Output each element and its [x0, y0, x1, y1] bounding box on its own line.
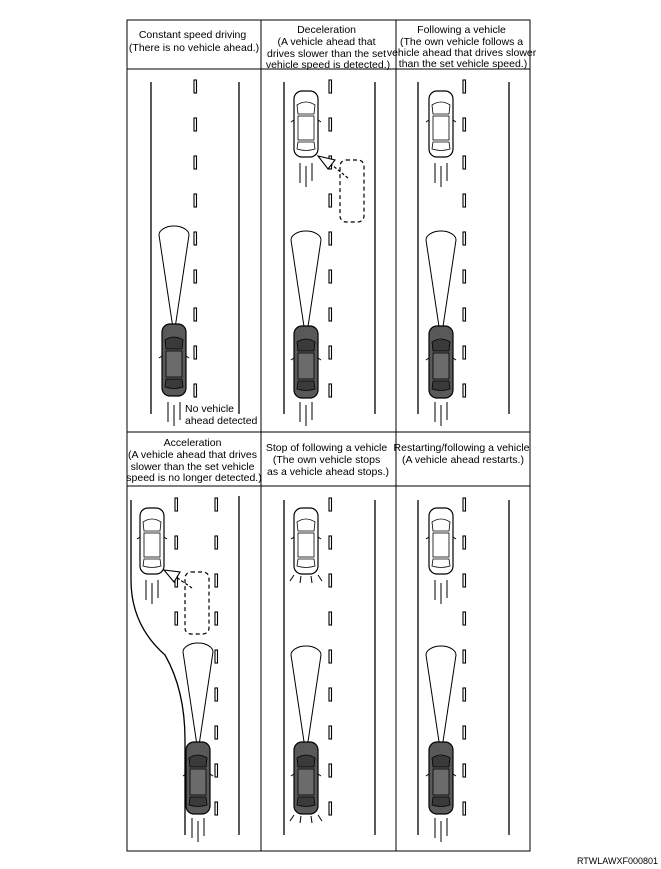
scene-following [417, 79, 510, 427]
own-vehicle [290, 741, 322, 815]
scene-restarting [417, 497, 510, 843]
own-vehicle [425, 741, 457, 815]
own-vehicle [425, 325, 457, 399]
radar-beam [290, 645, 322, 746]
caption-deceleration: Deceleration (A vehicle ahead that drive… [266, 24, 390, 71]
radar-beam [182, 642, 214, 743]
own-vehicle [290, 325, 322, 399]
vehicle-ahead [136, 507, 168, 575]
motion-lines [434, 401, 448, 427]
document-id: RTWLAWXF000801 [577, 856, 658, 866]
cut-in-arrow [316, 155, 349, 179]
departing-vehicle-outline [184, 571, 210, 635]
motion-lines [145, 579, 159, 605]
scene-constant-speed: No vehicle ahead detected [150, 79, 258, 427]
radar-beam [425, 230, 457, 331]
caption-restarting: Restarting/following a vehicle (A vehicl… [394, 442, 533, 466]
lane-divider [328, 497, 333, 816]
caption-acceleration: Acceleration (A vehicle ahead that drive… [126, 437, 261, 484]
vehicle-ahead [425, 507, 457, 575]
motion-lines [434, 579, 448, 605]
radar-beam [425, 645, 457, 746]
vehicle-ahead [425, 90, 457, 158]
scene-deceleration [283, 79, 376, 427]
stop-marks [289, 574, 323, 584]
motion-lines [434, 817, 448, 843]
motion-lines [434, 162, 448, 188]
radar-beam [158, 225, 190, 326]
motion-lines [167, 401, 181, 427]
caption-following: Following a vehicle (The own vehicle fol… [387, 24, 539, 70]
merging-vehicle-outline [339, 159, 365, 223]
vehicle-ahead [290, 90, 322, 158]
scene-acceleration [130, 496, 240, 843]
panel-grid [126, 19, 531, 852]
motion-lines [191, 817, 205, 843]
lane-divider [462, 497, 467, 816]
own-vehicle [158, 323, 190, 397]
motion-lines [299, 401, 313, 427]
caption-stop-following: Stop of following a vehicle (The own veh… [266, 442, 390, 478]
lane-change-arrow [162, 569, 193, 589]
own-vehicle [182, 741, 214, 815]
lane-divider [328, 79, 333, 398]
lane-divider [174, 497, 219, 816]
caption-constant-speed: Constant speed driving (There is no vehi… [129, 29, 259, 54]
no-vehicle-note: No vehicle ahead detected [185, 403, 258, 427]
motion-lines [299, 162, 313, 188]
scene-stop-following [283, 497, 376, 835]
vehicle-ahead [290, 507, 322, 575]
lane-divider [193, 79, 198, 398]
stop-marks [289, 814, 323, 824]
lane-divider [462, 79, 467, 398]
radar-beam [290, 230, 322, 331]
